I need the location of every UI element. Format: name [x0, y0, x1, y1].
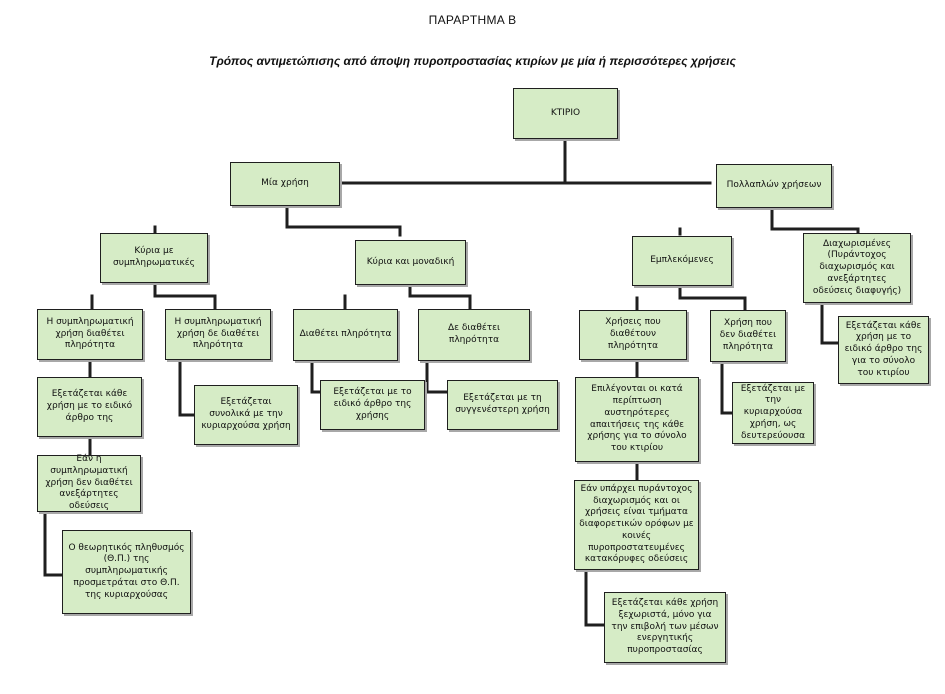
node-theoretical-population: Ο θεωρητικός πληθυσμός (Θ.Π.) της συμπλη… — [62, 530, 191, 614]
node-jointly-with-dominant: Εξετάζεται συνολικά με την κυριαρχούσα χ… — [194, 385, 298, 445]
node-separated: Διαχωρισμένες (Πυράντοχος διαχωρισμός κα… — [803, 233, 911, 303]
node-aux-has-occupancy: Η συμπληρωματική χρήση διαθέτει πληρότητ… — [37, 309, 143, 360]
node-main-with-aux: Κύρια με συμπληρωματικές — [100, 233, 208, 283]
appendix-title: ΠΑΡΑΡΤΗΜΑ Β — [428, 13, 517, 27]
node-unique-no-occupancy: Δε διαθέτει πληρότητα — [418, 309, 530, 361]
node-multi-use: Πολλαπλών χρήσεων — [716, 164, 832, 208]
node-root: ΚΤΙΡΙΟ — [513, 88, 618, 139]
node-use-without-occupancy: Χρήση που δεν διαθέτει πληρότητα — [710, 310, 786, 362]
node-dominant-as-secondary: Εξετάζεται με την κυριαρχούσα χρήση, ως … — [732, 382, 814, 444]
node-main-unique: Κύρια και μοναδική — [355, 240, 466, 285]
node-unique-has-occupancy: Διαθέτει πληρότητα — [293, 309, 398, 361]
node-if-no-independent-exits: Εάν η συμπληρωματική χρήση δεν διαθέτει … — [37, 454, 141, 512]
node-special-article-of-use: Εξετάζεται με το ειδικό άρθρο της χρήσης — [320, 380, 425, 430]
node-stricter-requirements: Επιλέγονται οι κατά περίπτωση αυστηρότερ… — [575, 377, 699, 462]
diagram-subtitle: Τρόπος αντιμετώπισης από άποψη πυροπροστ… — [209, 54, 736, 68]
node-intermixed: Εμπλεκόμενες — [632, 236, 732, 286]
node-closest-related-use: Εξετάζεται με τη συγγενέστερη χρήση — [447, 380, 558, 430]
node-uses-with-occupancy: Χρήσεις που διαθέτουν πληρότητα — [579, 310, 687, 360]
node-fire-separation-floors: Εάν υπάρχει πυράντοχος διαχωρισμός και ο… — [574, 480, 699, 570]
node-each-use-whole-building: Εξετάζεται κάθε χρήση με το ειδικό άρθρο… — [838, 316, 929, 384]
node-active-fire-protection: Εξετάζεται κάθε χρήση ξεχωριστά, μόνο γι… — [604, 592, 726, 663]
node-aux-no-occupancy: Η συμπληρωματική χρήση δε διαθέτει πληρό… — [165, 309, 271, 360]
node-single-use: Μία χρήση — [230, 162, 340, 206]
node-each-use-own-article: Εξετάζεται κάθε χρήση με το ειδικό άρθρο… — [37, 377, 142, 437]
